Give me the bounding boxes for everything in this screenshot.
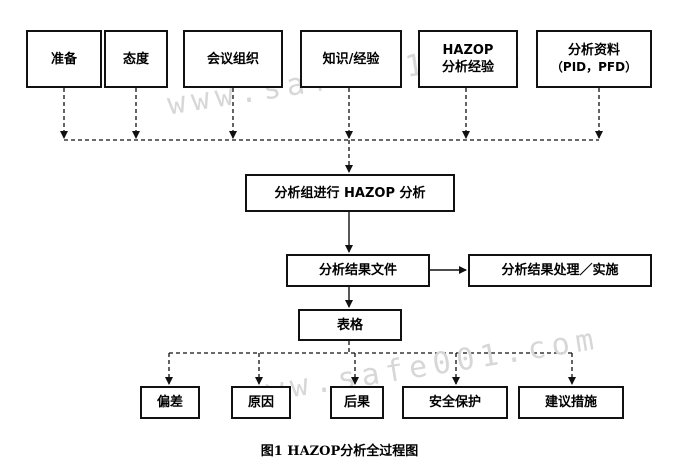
input-hazop-experience-line1: HAZOP xyxy=(442,43,494,58)
table-label: 表格 xyxy=(336,317,363,333)
output-cause-label: 原因 xyxy=(247,395,274,410)
input-hazop-experience-box: HAZOP 分析经验 xyxy=(418,30,518,88)
result-handling-box: 分析结果处理／实施 xyxy=(468,254,652,287)
input-material-box: 分析资料 （PID，PFD） xyxy=(536,30,652,88)
result-handling-label: 分析结果处理／实施 xyxy=(501,263,619,278)
input-attitude-label: 态度 xyxy=(122,51,149,67)
input-hazop-experience-line2: 分析经验 xyxy=(441,60,494,75)
input-attitude-box: 态度 xyxy=(104,30,168,88)
input-meeting-label: 会议组织 xyxy=(206,51,259,67)
output-safeguard-label: 安全保护 xyxy=(428,395,481,410)
output-deviation-box: 偏差 xyxy=(140,386,200,419)
output-cause-box: 原因 xyxy=(231,386,291,419)
input-knowledge-box: 知识/经验 xyxy=(300,30,402,88)
table-box: 表格 xyxy=(298,309,402,341)
analysis-label: 分析组进行 HAZOP 分析 xyxy=(274,185,426,201)
input-material-line1: 分析资料 xyxy=(567,43,620,58)
output-recommendation-label: 建议措施 xyxy=(544,395,597,410)
output-deviation-label: 偏差 xyxy=(156,395,183,410)
input-meeting-box: 会议组织 xyxy=(183,30,283,88)
analysis-box: 分析组进行 HAZOP 分析 xyxy=(245,174,455,212)
output-recommendation-box: 建议措施 xyxy=(518,386,624,419)
figure-caption: 图1 HAZOP分析全过程图 xyxy=(260,444,419,459)
input-material-line2: （PID，PFD） xyxy=(550,60,638,74)
result-document-label: 分析结果文件 xyxy=(318,263,397,278)
result-document-box: 分析结果文件 xyxy=(286,254,430,287)
input-prep-box: 准备 xyxy=(26,30,102,88)
input-prep-label: 准备 xyxy=(50,51,77,67)
output-consequence-box: 后果 xyxy=(330,386,384,419)
output-safeguard-box: 安全保护 xyxy=(402,386,508,419)
input-knowledge-label: 知识/经验 xyxy=(322,51,380,67)
output-consequence-label: 后果 xyxy=(343,395,370,410)
